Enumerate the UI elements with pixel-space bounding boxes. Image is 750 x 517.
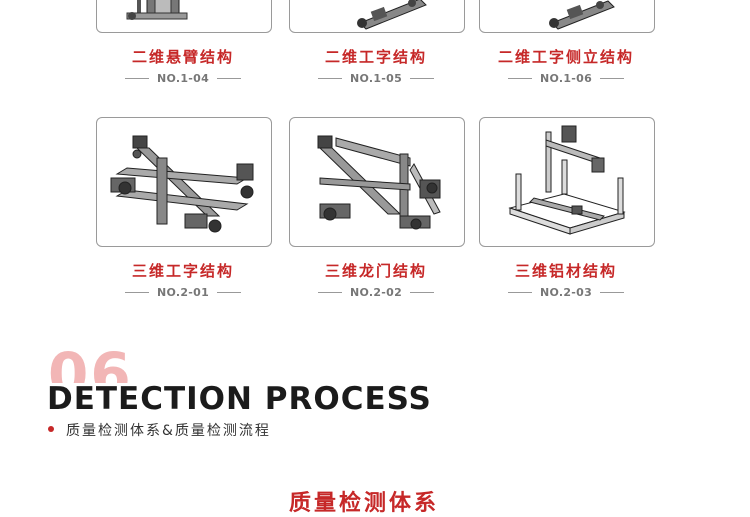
structure-title-2-02: 三维龙门结构 (324, 262, 427, 280)
divider (410, 291, 435, 293)
structure-card-1-06 (479, 0, 655, 33)
structure-code-row-2-03: NO.2-03 (476, 285, 656, 299)
structure-card-2-01 (96, 117, 272, 247)
divider (124, 77, 149, 79)
structure-code: NO.2-02 (349, 285, 403, 299)
gantry-structure-icon (317, 135, 441, 230)
structure-code-row-2-02: NO.2-02 (286, 285, 466, 299)
structure-card-1-04 (96, 0, 272, 33)
divider (317, 77, 342, 79)
structure-code: NO.2-03 (539, 285, 593, 299)
structure-card-1-05 (289, 0, 465, 33)
section-title: DETECTION PROCESS (47, 381, 432, 417)
divider (217, 291, 242, 293)
structure-code: NO.2-01 (156, 285, 210, 299)
section-subtitle: 质量检测体系&质量检测流程 (66, 423, 271, 439)
3d-i-structure-icon (110, 135, 254, 233)
structure-title-1-05: 二维工字结构 (324, 48, 427, 66)
structure-code-row-1-05: NO.1-05 (286, 71, 466, 85)
divider (124, 291, 149, 293)
structure-title-2-03: 三维铝材结构 (514, 262, 617, 280)
divider (507, 77, 532, 79)
bullet-dot (48, 426, 54, 432)
structure-code-row-2-01: NO.2-01 (93, 285, 273, 299)
structure-title-1-06: 二维工字侧立结构 (497, 48, 634, 66)
structure-card-2-02 (289, 117, 465, 247)
structure-title-1-04: 二维悬臂结构 (131, 48, 234, 66)
section-number: 06 (48, 345, 133, 383)
structure-code: NO.1-05 (349, 71, 403, 85)
structure-code-row-1-04: NO.1-04 (93, 71, 273, 85)
divider (410, 77, 435, 79)
aluminum-frame-structure-icon (508, 125, 626, 235)
quality-system-heading: 质量检测体系 (289, 491, 440, 516)
divider (600, 77, 625, 79)
structure-title-2-01: 三维工字结构 (131, 262, 234, 280)
side-standing-i-structure-icon (549, 0, 615, 30)
structure-card-2-03 (479, 117, 655, 247)
divider (600, 291, 625, 293)
divider (507, 291, 532, 293)
i-beam-structure-icon (357, 0, 427, 30)
cantilever-structure-icon (126, 0, 188, 20)
structure-code-row-1-06: NO.1-06 (476, 71, 656, 85)
structure-code: NO.1-04 (156, 71, 210, 85)
structure-code: NO.1-06 (539, 71, 593, 85)
divider (217, 77, 242, 79)
divider (317, 291, 342, 293)
